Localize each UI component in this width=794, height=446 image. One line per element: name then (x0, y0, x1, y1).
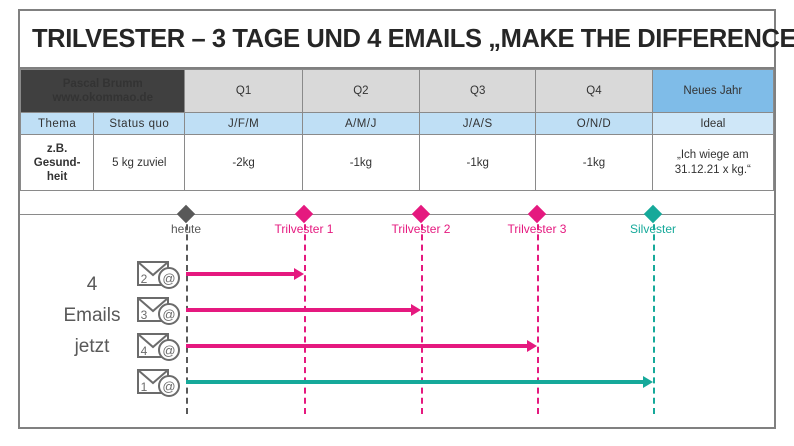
subheader-months-3: J/A/S (419, 112, 537, 135)
subheader-months-4: O/N/D (535, 112, 653, 135)
header-q3: Q3 (419, 69, 537, 113)
svg-text:2: 2 (141, 272, 148, 286)
subheader-thema: Thema (19, 112, 95, 135)
timeline-guideline-5 (653, 214, 655, 414)
ideal-line-2: 31.12.21 x kg.“ (674, 163, 751, 176)
table-header-row: Pascal Brumm www.okommao.de Q1 Q2 Q3 Q4 … (19, 69, 775, 113)
email-arrow-3 (186, 304, 421, 316)
svg-text:1: 1 (141, 380, 148, 394)
emails-caption: 4 Emails jetzt (42, 269, 142, 362)
plan-table: Pascal Brumm www.okommao.de Q1 Q2 Q3 Q4 … (19, 69, 775, 191)
cell-status-quo: 5 kg zuviel (93, 134, 186, 191)
timeline-guideline-3 (421, 214, 423, 414)
header-q1: Q1 (184, 69, 303, 113)
header-neues-jahr: Neues Jahr (651, 69, 775, 113)
header-q2: Q2 (301, 69, 421, 113)
subheader-ideal: Ideal (651, 112, 775, 135)
header-q4: Q4 (535, 69, 653, 113)
cell-thema: z.B. Gesund- heit (19, 134, 95, 191)
ideal-line-1: „Ich wiege am (677, 148, 749, 161)
author-cell: Pascal Brumm www.okommao.de (19, 69, 186, 113)
envelope-at-icon: @3 (136, 294, 182, 326)
envelope-at-icon: @1 (136, 366, 182, 398)
envelope-at-icon: @4 (136, 330, 182, 362)
timeline-axis (20, 214, 774, 215)
timeline-guideline-1 (186, 214, 188, 414)
email-arrow-2 (186, 268, 304, 280)
cell-ideal: „Ich wiege am 31.12.21 x kg.“ (651, 134, 775, 191)
email-arrow-4 (186, 340, 537, 352)
svg-text:4: 4 (141, 344, 148, 358)
timeline-guideline-2 (304, 214, 306, 414)
thema-line-3: heit (46, 170, 68, 183)
cell-q2-value: -1kg (301, 134, 421, 191)
table-row: z.B. Gesund- heit 5 kg zuviel -2kg -1kg … (19, 134, 775, 191)
table-subheader-row: Thema Status quo J/F/M A/M/J J/A/S O/N/D… (19, 112, 775, 135)
svg-text:@: @ (162, 379, 175, 394)
svg-text:@: @ (162, 343, 175, 358)
cell-q4-value: -1kg (535, 134, 653, 191)
thema-line-2: Gesund- (33, 156, 81, 169)
envelope-at-icon: @2 (136, 258, 182, 290)
subheader-months-1: J/F/M (184, 112, 303, 135)
page-title: TRILVESTER – 3 TAGE UND 4 EMAILS „MAKE T… (32, 24, 794, 53)
thema-line-1: z.B. (46, 142, 68, 155)
subheader-months-2: A/M/J (301, 112, 421, 135)
timeline-guideline-4 (537, 214, 539, 414)
author-name: Pascal Brumm (62, 78, 143, 90)
svg-text:3: 3 (141, 308, 148, 322)
title-bar: TRILVESTER – 3 TAGE UND 4 EMAILS „MAKE T… (20, 11, 794, 69)
subheader-status-quo: Status quo (93, 112, 186, 135)
email-arrow-1 (186, 376, 653, 388)
cell-q1-value: -2kg (184, 134, 303, 191)
emails-caption-line-3: jetzt (74, 336, 110, 357)
slide-frame: TRILVESTER – 3 TAGE UND 4 EMAILS „MAKE T… (18, 9, 794, 429)
emails-caption-line-1: 4 (86, 274, 98, 295)
emails-caption-line-2: Emails (63, 305, 121, 326)
author-site: www.okommao.de (52, 92, 153, 104)
cell-q3-value: -1kg (419, 134, 537, 191)
svg-text:@: @ (162, 271, 175, 286)
svg-text:@: @ (162, 307, 175, 322)
